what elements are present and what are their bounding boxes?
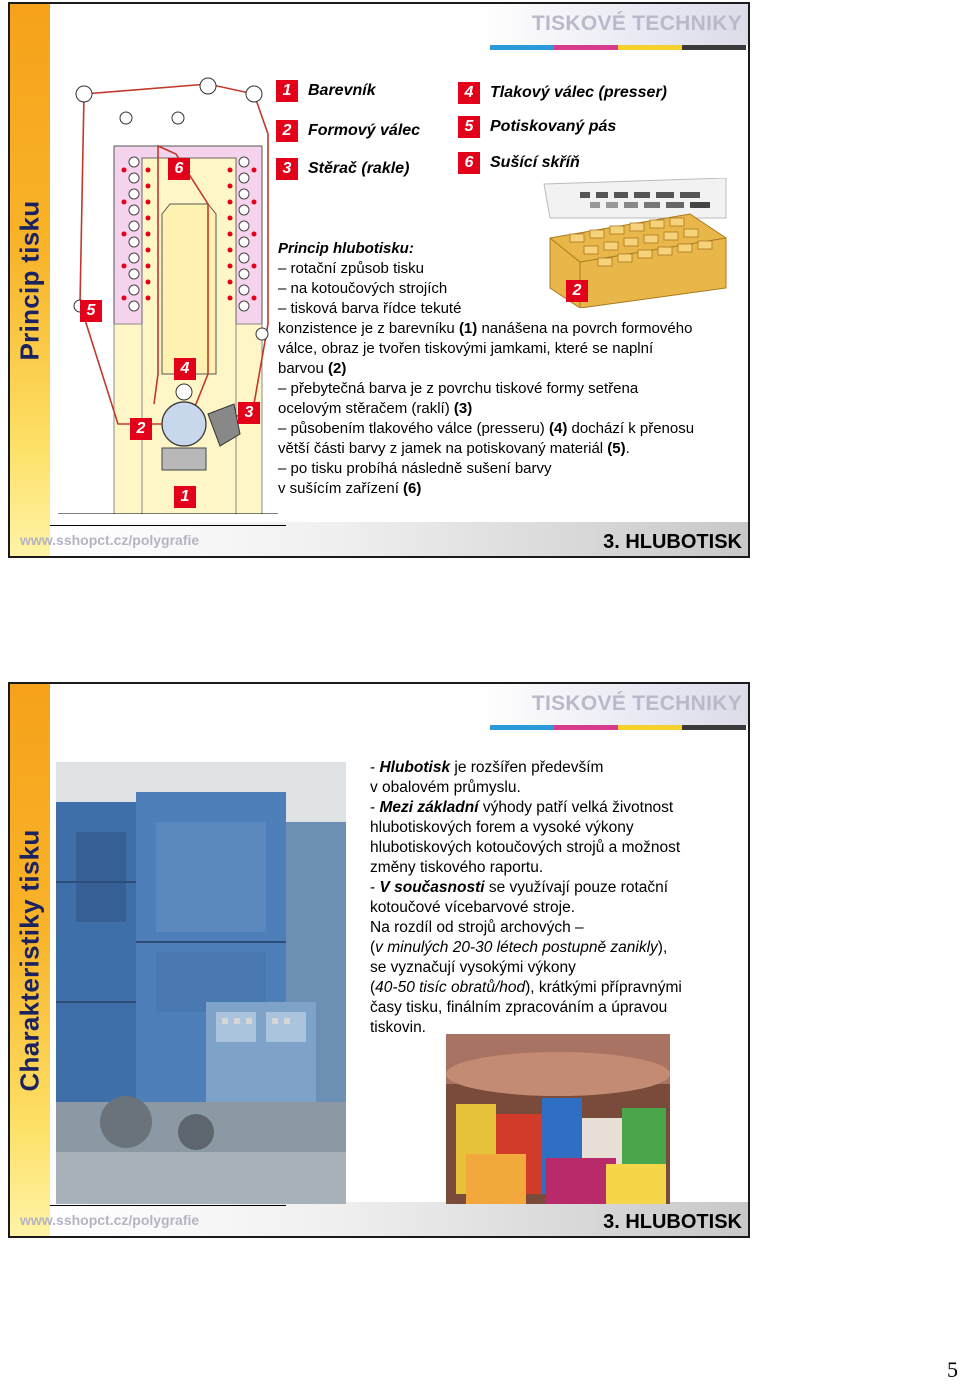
side-bar: Charakteristiky tisku [10,684,50,1236]
diagram-label-6: 6 [168,158,190,180]
text-heading: Princip hlubotisku: [278,240,414,257]
footer-rule [50,1205,286,1206]
slide-princip-tisku: Princip tisku TISKOVÉ TECHNIKY [8,2,750,558]
legend-label: Formový válec [308,122,421,139]
cells-drawing [543,177,727,309]
text-line: tiskovin. [370,1019,426,1036]
footer-section-title: 3. HLUBOTISK [603,531,742,553]
footer-section-title: 3. HLUBOTISK [603,1211,742,1233]
diagram-label-3: 3 [238,402,260,424]
text-line: hlubotiskových forem a vysoké výkony [370,819,634,836]
packaging-products-photo [446,1034,670,1204]
text-line: barvou (2) [278,360,347,377]
text-line: – na kotoučových strojích [278,280,448,297]
side-title: Charakteristiky tisku [14,828,45,1092]
gravure-cells-illustration: 2 [540,177,730,309]
text-line: konzistence je z barevníku (1) nanášena … [278,320,693,337]
text-line: ocelovým stěračem (raklí) (3) [278,400,473,417]
bottom-band [50,1202,748,1236]
text-line: (40-50 tisíc obratů/hod), krátkými přípr… [370,979,682,996]
bottom-band [50,522,748,556]
text-line: časy tisku, finálním zpracováním a úprav… [370,999,668,1016]
gravure-press-photo [56,762,346,1204]
text-line: – rotační způsob tisku [278,260,424,277]
legend-badge: 2 [276,120,298,142]
legend-label: Potiskovaný pás [490,118,617,135]
legend-badge: 5 [458,116,480,138]
side-title: Princip tisku [14,200,45,360]
top-title: TISKOVÉ TECHNIKY [531,12,742,35]
text-line: (v minulých 20-30 létech postupně zanikl… [370,939,668,956]
characteristics-text: - Hlubotisk je rozšířen především v obal… [370,758,730,1038]
text-line: Na rozdíl od strojů archových – [370,919,584,936]
gravure-press-diagram: 6 5 4 2 3 1 [58,74,278,515]
legend-item-6: 6 Sušící skříň [458,152,580,174]
footer-url: www.sshopct.cz/polygrafie [20,532,200,548]
legend-label: Sušící skříň [490,154,580,171]
text-line: - V současnosti se využívají pouze rotač… [370,879,669,896]
text-line: kotoučové vícebarvové stroje. [370,899,576,916]
title-band [480,684,748,725]
color-rule [490,45,746,50]
text-line: se vyznačují vysokými výkony [370,959,576,976]
footer-rule [50,525,286,526]
legend-item-1: 1 Barevník [276,80,376,102]
legend-label: Tlakový válec (presser) [490,84,667,101]
text-line: – po tisku probíhá následně sušení barvy [278,460,552,477]
text-line: válce, obraz je tvořen tiskovými jamkami… [278,340,654,357]
legend-item-2: 2 Formový válec [276,120,420,142]
packaging-drawing [446,1034,670,1204]
legend-badge: 6 [458,152,480,174]
text-line: větší části barvy z jamek na potiskovaný… [278,440,630,457]
legend-badge: 4 [458,82,480,104]
text-line: - Hlubotisk je rozšířen především [370,759,604,776]
description-text: Princip hlubotisku: – rotační způsob tis… [278,239,746,499]
text-line: – tisková barva řídce tekuté [278,300,462,317]
text-line: hlubotiskových kotoučových strojů a možn… [370,839,681,856]
cells-label-2: 2 [566,280,588,302]
diagram-label-1: 1 [174,486,196,508]
page-number: 5 [947,1357,958,1382]
text-line: – působením tlakového válce (presseru) (… [278,420,695,437]
legend-item-4: 4 Tlakový válec (presser) [458,82,667,104]
text-line: v sušícím zařízení (6) [278,480,422,497]
text-line: změny tiskového raportu. [370,859,544,876]
top-title: TISKOVÉ TECHNIKY [531,692,742,715]
side-bar: Princip tisku [10,4,50,556]
press-photo-drawing [56,762,346,1204]
legend-label: Barevník [308,82,376,99]
legend-label: Stěrač (rakle) [308,160,410,177]
legend-badge: 1 [276,80,298,102]
press-schematic [58,77,278,515]
legend-badge: 3 [276,158,298,180]
diagram-label-4: 4 [174,358,196,380]
legend-item-5: 5 Potiskovaný pás [458,116,616,138]
legend-item-3: 3 Stěrač (rakle) [276,158,409,180]
text-line: – přebytečná barva je z povrchu tiskové … [278,380,639,397]
text-line: v obalovém průmyslu. [370,779,521,796]
diagram-label-2: 2 [130,418,152,440]
color-rule [490,725,746,730]
legend: 1 Barevník 2 Formový válec 3 Stěrač (rak… [274,78,744,188]
diagram-label-5: 5 [80,300,102,322]
title-band [480,4,748,45]
text-line: - Mezi základní výhody patří velká život… [370,799,674,816]
footer-url: www.sshopct.cz/polygrafie [20,1212,200,1228]
